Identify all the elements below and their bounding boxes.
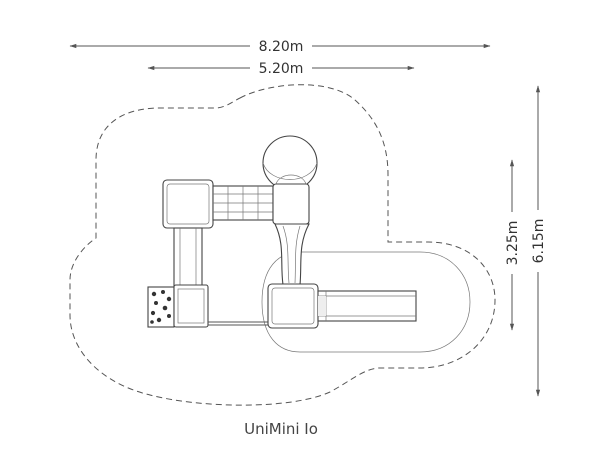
overall-width-label: 8.20m: [259, 39, 304, 55]
overall-depth-label: 6.15m: [531, 219, 547, 264]
connecting-tunnel: [274, 223, 310, 286]
product-name-caption: UniMini Io: [244, 420, 318, 438]
slide-zone-outline: [261, 251, 471, 353]
slide: [317, 290, 417, 322]
dimension-inner-width: 5.20m: [147, 61, 415, 77]
connecting-rail: [208, 321, 268, 326]
dimension-overall-depth: 6.15m: [531, 85, 547, 397]
round-roof: [262, 135, 318, 191]
bottom-left-platform: [173, 284, 209, 328]
bottom-right-platform: [267, 283, 319, 329]
left-platform: [162, 179, 214, 229]
inner-width-label: 5.20m: [259, 61, 304, 77]
left-walkway: [173, 227, 203, 287]
bridge-walkway: [212, 185, 274, 221]
inner-depth-label: 3.25m: [505, 221, 521, 266]
climbing-wall: [147, 286, 175, 328]
dimension-overall-width: 8.20m: [69, 39, 491, 55]
dimension-inner-depth: 3.25m: [505, 159, 521, 331]
